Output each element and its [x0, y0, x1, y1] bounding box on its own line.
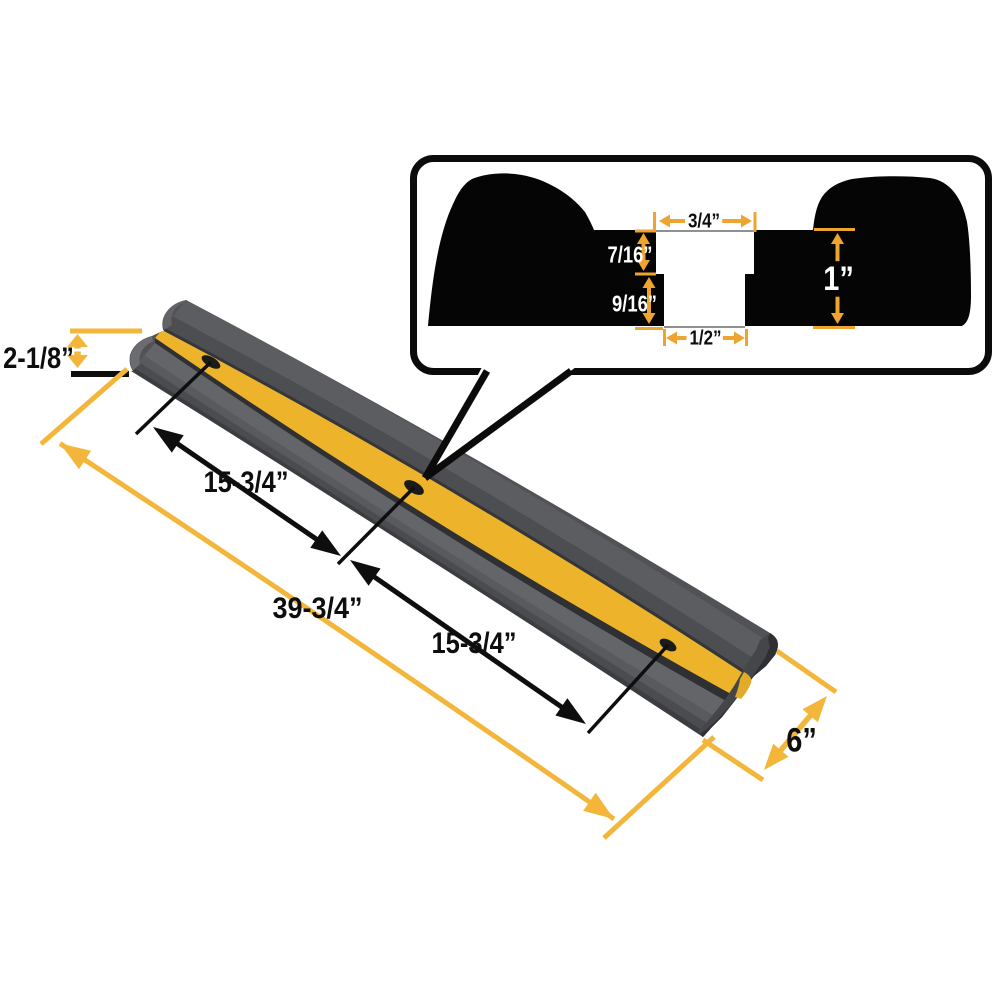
svg-text:3/4”: 3/4”: [688, 209, 720, 232]
svg-text:1”: 1”: [823, 259, 854, 298]
svg-text:15-3/4”: 15-3/4”: [203, 465, 288, 498]
svg-text:39-3/4”: 39-3/4”: [273, 592, 363, 626]
svg-text:2-1/8”: 2-1/8”: [3, 341, 74, 374]
svg-text:15-3/4”: 15-3/4”: [431, 626, 516, 659]
svg-text:6”: 6”: [786, 720, 817, 759]
svg-text:9/16”: 9/16”: [612, 292, 657, 317]
svg-text:1/2”: 1/2”: [689, 326, 721, 349]
svg-text:7/16”: 7/16”: [608, 243, 653, 268]
